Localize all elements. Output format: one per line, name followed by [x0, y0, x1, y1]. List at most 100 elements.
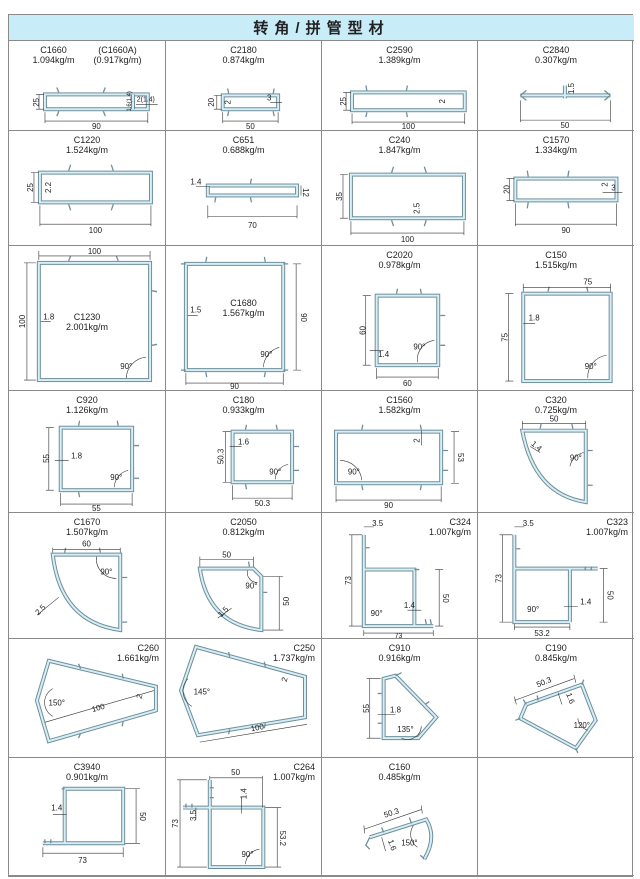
profile-name: C180	[232, 395, 255, 405]
dimension-label: 53	[456, 453, 465, 462]
dimension-label: 90°	[527, 605, 539, 614]
angle-arc	[274, 464, 289, 480]
profile-outline	[519, 428, 588, 505]
profile-tab	[395, 288, 446, 346]
profile-tab	[77, 663, 124, 739]
profile-name: C190	[545, 643, 567, 653]
profile-name: C910	[388, 643, 411, 653]
profile-wall-highlight	[521, 429, 587, 504]
profile-name: C1680	[230, 298, 257, 308]
profile-name: C1230	[73, 312, 101, 322]
profile-drawing: 50.3 1.6 90° 50.3	[217, 424, 300, 508]
dimension-label: 90°	[120, 362, 132, 371]
profile-outline	[350, 90, 467, 113]
profile-weight: 0.688kg/m	[222, 145, 265, 155]
dimension-line	[340, 174, 465, 236]
profile-name: C2050	[230, 517, 257, 527]
profile-outline	[513, 176, 619, 203]
dimension-label: 100	[91, 702, 107, 714]
profile-drawing: 1.5 90 90° 90	[180, 256, 308, 390]
profile-weight: 0.933kg/m	[222, 405, 265, 415]
dimension-label: 100	[402, 122, 416, 131]
dimension-line	[42, 788, 141, 858]
dimension-label: 53.2	[278, 831, 287, 846]
dimension-label: 135°	[397, 725, 413, 734]
profile-name: C260	[137, 643, 159, 653]
dimension-label: 90°	[100, 568, 112, 577]
profile-drawing: 150° 2 100	[34, 658, 158, 744]
profile-name: C1220	[73, 135, 101, 145]
profile-weight: 2.001kg/m	[65, 322, 109, 332]
dimension-label: 1.4	[190, 178, 202, 187]
angle-arc	[113, 470, 129, 488]
dimension-line	[36, 94, 158, 124]
dimension-label: 50.3	[217, 448, 226, 464]
dimension-line	[366, 678, 396, 739]
dimension-label: 1.4	[580, 597, 592, 606]
profile-tab	[377, 672, 430, 724]
dimension-label: 2	[135, 693, 145, 700]
profile-wall-highlight	[520, 85, 611, 99]
angle-arc	[416, 340, 435, 363]
dimension-label: 1.4	[378, 350, 390, 359]
dimension-label: 90°	[371, 609, 383, 618]
dimension-label: 90°	[110, 473, 122, 482]
profile-wall-highlight	[514, 177, 618, 202]
profile-weight: 1.389kg/m	[378, 55, 421, 65]
dimension-label: 50	[138, 812, 147, 821]
dimension-label: 2	[412, 438, 421, 442]
dimension-line	[521, 420, 587, 453]
profile-tab	[247, 561, 268, 594]
profile-tab	[44, 788, 65, 844]
profile-drawing: 50.3 1.6 120°	[514, 674, 598, 754]
profile-name: C1560	[386, 395, 413, 405]
dimension-label: 1.4	[404, 601, 416, 610]
dimension-label: 50	[231, 768, 240, 777]
dimension-label: 50	[550, 415, 559, 424]
dimension-label: 55	[92, 504, 101, 513]
profile-drawing: 100 100 1.8 90°	[18, 247, 158, 383]
profile-drawing: 20 2 3 90	[502, 170, 623, 235]
dimension-line	[45, 427, 133, 507]
angle-arc	[245, 848, 260, 865]
dimension-label: 50.3	[255, 499, 271, 508]
profile-outline	[37, 170, 153, 205]
dimension-label: 90	[299, 313, 308, 322]
angle-arc	[125, 356, 147, 379]
dimension-label: 1.6	[238, 438, 250, 447]
dimension-line	[199, 556, 284, 631]
profile-name: C323	[606, 517, 628, 527]
empty-cell	[478, 758, 634, 876]
profile-drawing: 25 90 2(1.4) 1.6(1.4)	[32, 87, 158, 130]
profile-wall-highlight	[42, 787, 125, 845]
profile-drawing: 3.5 73 1.4 50 90° 53.2	[494, 519, 614, 638]
profile-tab	[365, 85, 409, 118]
dimension-label: 1.4	[529, 439, 544, 453]
profile-name: C160	[388, 762, 411, 772]
dimension-label: 2	[438, 99, 447, 103]
profile-weight: 0.307kg/m	[534, 55, 578, 65]
dimension-label: 1.6(1.4)	[127, 91, 133, 111]
profile-weight: 1.582kg/m	[378, 405, 421, 415]
dimension-label: 50	[222, 551, 231, 560]
profile-wall-highlight	[38, 171, 152, 204]
